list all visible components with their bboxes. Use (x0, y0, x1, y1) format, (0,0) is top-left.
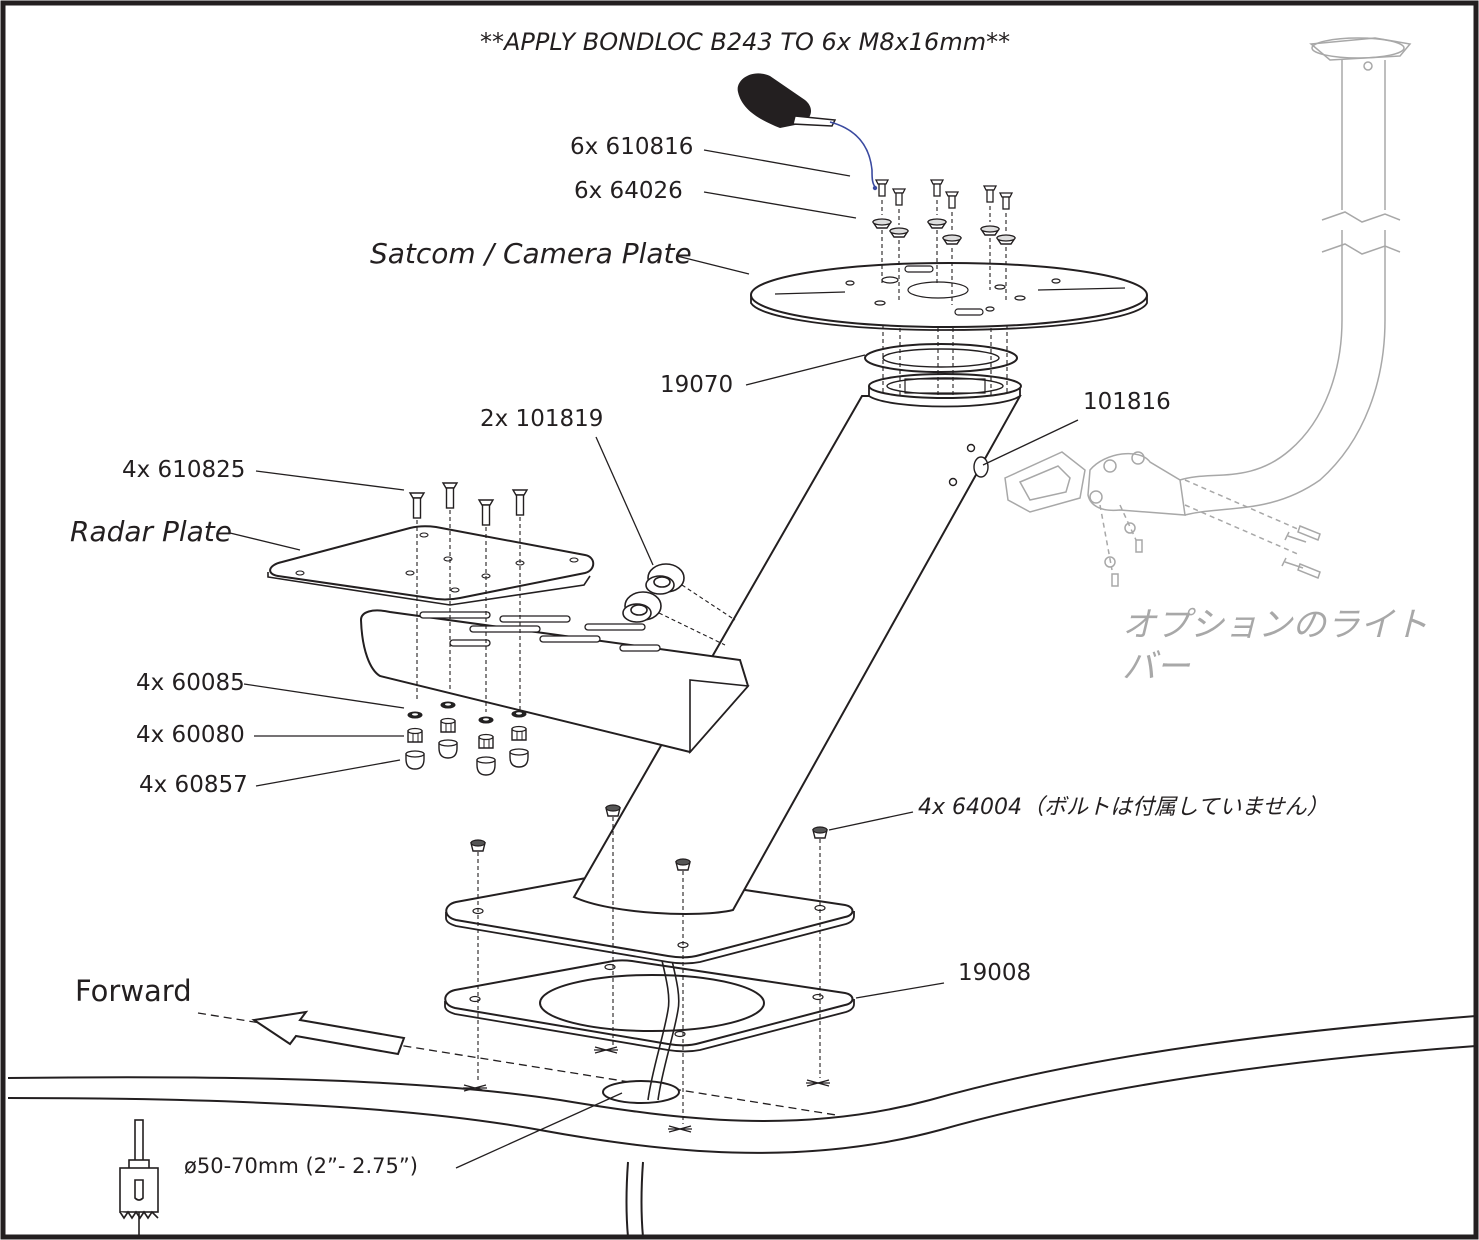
base-gasket-plate (444, 959, 855, 1053)
label-washers-top: 6x 64026 (574, 178, 683, 204)
label-nuts: 4x 60080 (136, 722, 245, 748)
label-radar-screws: 4x 610825 (122, 457, 246, 483)
base-plate (445, 871, 855, 965)
optional-light-bar (1004, 37, 1412, 587)
label-caps: 4x 60857 (139, 772, 248, 798)
radar-plate (267, 525, 595, 606)
label-hole-size: ø50-70mm (2”- 2.75”) (184, 1154, 418, 1178)
bung-plugs (622, 563, 685, 623)
cable-hole (602, 1080, 680, 1104)
label-gasket: 19070 (660, 372, 734, 398)
bondloc-bottle-icon (737, 73, 878, 191)
label-base-gasket: 19008 (958, 960, 1032, 986)
forward-arrow-icon (251, 1010, 406, 1056)
label-base-inserts: 4x 64004（ボルトは付属していません） (918, 795, 1329, 820)
label-screws-top: 6x 610816 (570, 134, 694, 160)
satcom-plate (750, 262, 1148, 331)
top-gasket (864, 343, 1018, 373)
label-washers-bottom: 4x 60085 (136, 670, 245, 696)
label-bung-plugs: 2x 101819 (480, 406, 604, 432)
label-forward: Forward (75, 974, 192, 1008)
holesaw-icon (119, 1119, 159, 1236)
label-optional-light-bar-2: バー (1122, 647, 1190, 687)
radar-arm (359, 609, 750, 755)
label-light-bolt: 101816 (1083, 389, 1171, 415)
label-radar-plate: Radar Plate (70, 515, 232, 548)
label-satcom-plate: Satcom / Camera Plate (370, 237, 692, 270)
bondloc-note: **APPLY BONDLOC B243 TO 6x M8x16mm** (480, 28, 1011, 56)
label-optional-light-bar-1: オプションのライト (1122, 605, 1428, 645)
main-tube (572, 373, 1022, 915)
leader-lines (229, 149, 1079, 1169)
deck-surface (7, 1015, 1477, 1238)
